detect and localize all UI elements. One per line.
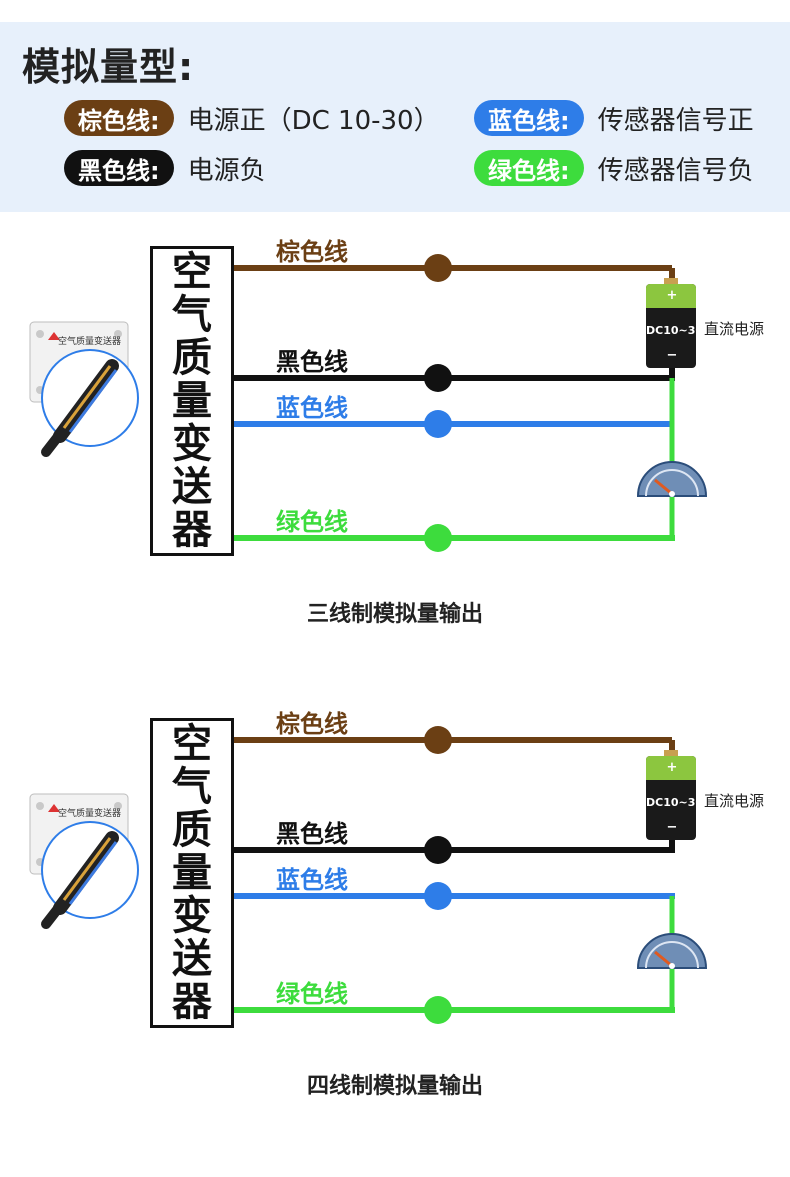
battery-plus: + xyxy=(666,288,678,303)
legend-desc-green: 传感器信号负 xyxy=(597,155,754,186)
legend-pill-green: 绿色线: xyxy=(474,150,584,186)
battery-voltage: DC10~30V xyxy=(646,324,712,337)
legend-desc-blue: 传感器信号正 xyxy=(597,105,754,136)
box-char: 空 xyxy=(172,720,212,767)
device-title: 空气质量变送器 xyxy=(58,809,122,819)
legend-panel: 模拟量型: 棕色线: 电源正（DC 10-30） 黑色线: 电源负 蓝色线: 传… xyxy=(0,22,790,212)
wiring-svg xyxy=(29,254,708,552)
blue-wire-label: 蓝色线 xyxy=(276,866,348,894)
wiring-diagram-three-wire: 空 气 质 量 变 送 器 空气质量变送器 棕色线 黑色线 蓝色线 绿色线 + … xyxy=(0,222,790,662)
legend-item-green: 绿色线: 传感器信号负 xyxy=(474,150,754,186)
legend-pill-blue: 蓝色线: xyxy=(474,100,584,136)
brown-junction-dot xyxy=(424,726,452,754)
green-junction-dot xyxy=(424,996,452,1024)
box-char: 质 xyxy=(172,334,212,381)
battery-icon xyxy=(646,750,696,840)
battery-minus: − xyxy=(666,348,678,363)
box-char: 量 xyxy=(172,849,212,896)
legend-item-black: 黑色线: 电源负 xyxy=(64,150,266,186)
device-title: 空气质量变送器 xyxy=(58,337,122,347)
diagram-caption: 三线制模拟量输出 xyxy=(306,602,483,627)
box-char: 变 xyxy=(172,892,212,939)
legend-item-blue: 蓝色线: 传感器信号正 xyxy=(474,100,754,136)
transmitter-box: 空 气 质 量 变 送 器 xyxy=(150,718,234,1028)
black-junction-dot xyxy=(424,364,452,392)
box-char: 量 xyxy=(172,377,212,424)
diagram-caption: 四线制模拟量输出 xyxy=(306,1074,483,1099)
legend-item-brown: 棕色线: 电源正（DC 10-30） xyxy=(64,100,440,136)
green-wire-label: 绿色线 xyxy=(276,508,348,536)
meter-gauge-icon xyxy=(636,461,708,497)
brown-wire-label: 棕色线 xyxy=(276,238,348,266)
brown-junction-dot xyxy=(424,254,452,282)
box-char: 器 xyxy=(172,506,212,553)
legend-title: 模拟量型: xyxy=(22,45,195,89)
battery-plus: + xyxy=(666,760,678,775)
box-char: 送 xyxy=(172,935,212,982)
battery-icon xyxy=(646,278,696,368)
box-char: 器 xyxy=(172,978,212,1025)
blue-junction-dot xyxy=(424,410,452,438)
legend-desc-brown: 电源正（DC 10-30） xyxy=(187,105,440,136)
battery-voltage: DC10~30V xyxy=(646,796,712,809)
wiring-svg xyxy=(29,726,708,1024)
box-char: 变 xyxy=(172,420,212,467)
legend-pill-brown: 棕色线: xyxy=(64,100,174,136)
black-wire-label: 黑色线 xyxy=(276,820,348,848)
box-char: 送 xyxy=(172,463,212,510)
box-char: 气 xyxy=(172,763,212,810)
cable-icon xyxy=(41,821,139,929)
green-junction-dot xyxy=(424,524,452,552)
power-supply-label: 直流电源 xyxy=(704,792,765,810)
brown-wire-label: 棕色线 xyxy=(276,710,348,738)
black-wire-label: 黑色线 xyxy=(276,348,348,376)
battery-minus: − xyxy=(666,820,678,835)
box-char: 气 xyxy=(172,291,212,338)
box-char: 空 xyxy=(172,248,212,295)
box-char: 质 xyxy=(172,806,212,853)
legend-desc-black: 电源负 xyxy=(187,155,266,186)
cable-icon xyxy=(41,349,139,457)
power-supply-label: 直流电源 xyxy=(704,320,765,338)
wiring-diagram-four-wire: 空 气 质 量 变 送 器 空气质量变送器 棕色线 黑色线 蓝色线 绿色线 + … xyxy=(0,694,790,1134)
legend-pill-black: 黑色线: xyxy=(64,150,174,186)
blue-junction-dot xyxy=(424,882,452,910)
meter-gauge-icon xyxy=(636,933,708,969)
green-wire-label: 绿色线 xyxy=(276,980,348,1008)
blue-wire-label: 蓝色线 xyxy=(276,394,348,422)
black-junction-dot xyxy=(424,836,452,864)
transmitter-box: 空 气 质 量 变 送 器 xyxy=(150,246,234,556)
